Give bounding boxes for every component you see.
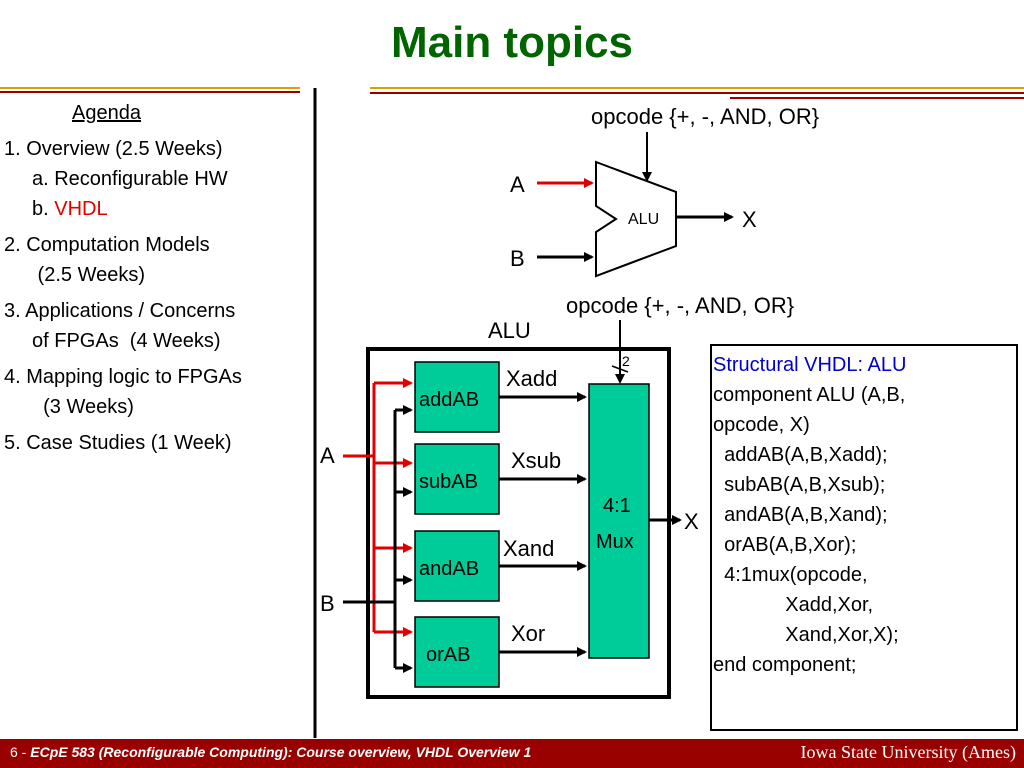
signal-xadd-label: Xadd <box>506 366 557 391</box>
footer-page-number: 6 <box>10 744 18 760</box>
agenda-item-2-title: 2. Computation Models <box>4 234 210 256</box>
footer-bar: 6 - ECpE 583 (Reconfigurable Computing):… <box>0 739 1024 768</box>
slide-title: Main topics <box>390 18 634 67</box>
mux-label-line1: 4:1 <box>603 495 631 517</box>
code-heading: Structural VHDL: ALU <box>713 354 907 376</box>
alu-detail-input-b-label: B <box>320 591 335 616</box>
agenda-item-1-sub-b-highlight: VHDL <box>54 198 108 220</box>
alu-detail-container-label: ALU <box>488 318 531 343</box>
block-addab-label: addAB <box>419 389 479 411</box>
alu-top-opcode-label: opcode {+, -, AND, OR} <box>591 104 819 129</box>
mux-block <box>588 383 650 659</box>
alu-top-block-label: ALU <box>628 211 659 228</box>
agenda-item-4: 4. Mapping logic to FPGAs (3 Weeks) <box>4 362 314 422</box>
agenda-item-4-title: 4. Mapping logic to FPGAs <box>4 366 242 388</box>
code-line: 4:1mux(opcode, <box>713 564 868 586</box>
footer-course-text: ECpE 583 (Reconfigurable Computing): Cou… <box>30 744 532 760</box>
mux-opcode-bus-width: 2 <box>622 353 630 369</box>
agenda-item-5: 5. Case Studies (1 Week) <box>4 428 314 458</box>
agenda-item-3-sub: of FPGAs (4 Weeks) <box>32 330 221 352</box>
agenda-item-3: 3. Applications / Concerns of FPGAs (4 W… <box>4 296 314 356</box>
footer-course-info: 6 - ECpE 583 (Reconfigurable Computing):… <box>10 744 531 760</box>
input-b-bus <box>343 405 413 673</box>
code-line: subAB(A,B,Xsub); <box>713 474 886 496</box>
agenda-item-1-sub-a: a. Reconfigurable HW <box>32 168 228 190</box>
alu-detail-container <box>366 347 671 699</box>
mux-label-line2: Mux <box>596 531 634 553</box>
signal-xor-label: Xor <box>511 621 545 646</box>
block-orab <box>414 616 500 688</box>
mux-opcode-bus-slash <box>611 365 629 373</box>
agenda-item-1-sub-b-prefix: b. <box>32 198 55 220</box>
agenda-item-5-title: 5. Case Studies (1 Week) <box>4 432 232 454</box>
block-andab-label: andAB <box>419 558 479 580</box>
alu-top-input-a-label: A <box>510 172 525 197</box>
agenda-item-1-title: 1. Overview (2.5 Weeks) <box>4 138 223 160</box>
code-line: Xadd,Xor, <box>713 594 874 616</box>
vhdl-code-panel: Structural VHDL: ALU component ALU (A,B,… <box>713 350 1013 680</box>
alu-top-output-x-label: X <box>742 207 757 232</box>
alu-top-symbol <box>595 160 677 278</box>
agenda-item-3-title: 3. Applications / Concerns <box>4 300 236 322</box>
alu-detail-input-a-label: A <box>320 443 335 468</box>
code-line: addAB(A,B,Xadd); <box>713 444 888 466</box>
agenda-item-2-sub: (2.5 Weeks) <box>32 264 145 286</box>
alu-detail-output-x-label: X <box>684 509 699 534</box>
block-subab-label: subAB <box>419 471 478 493</box>
footer-separator: - <box>17 744 31 760</box>
block-addab <box>414 361 500 433</box>
signal-xand-label: Xand <box>503 536 554 561</box>
signal-xsub-label: Xsub <box>511 448 561 473</box>
agenda-heading: Agenda <box>72 102 141 124</box>
agenda-item-1-sub-b: b. VHDL <box>4 194 314 224</box>
block-orab-label: orAB <box>426 644 470 666</box>
code-line: end component; <box>713 654 857 676</box>
code-line: component ALU (A,B, <box>713 384 906 406</box>
footer-university: Iowa State University (Ames) <box>800 742 1016 762</box>
block-subab <box>414 443 500 515</box>
alu-detail-opcode-label: opcode {+, -, AND, OR} <box>566 293 794 318</box>
agenda-panel: Agenda 1. Overview (2.5 Weeks) a. Reconf… <box>4 98 314 458</box>
code-line: andAB(A,B,Xand); <box>713 504 888 526</box>
input-a-bus <box>343 378 413 637</box>
agenda-item-2: 2. Computation Models (2.5 Weeks) <box>4 230 314 290</box>
agenda-item-1: 1. Overview (2.5 Weeks) a. Reconfigurabl… <box>4 134 314 224</box>
code-line: opcode, X) <box>713 414 810 436</box>
agenda-item-4-sub: (3 Weeks) <box>32 396 134 418</box>
alu-top-input-b-label: B <box>510 246 525 271</box>
code-box <box>710 344 1018 731</box>
code-line: Xand,Xor,X); <box>713 624 899 646</box>
code-line: orAB(A,B,Xor); <box>713 534 857 556</box>
